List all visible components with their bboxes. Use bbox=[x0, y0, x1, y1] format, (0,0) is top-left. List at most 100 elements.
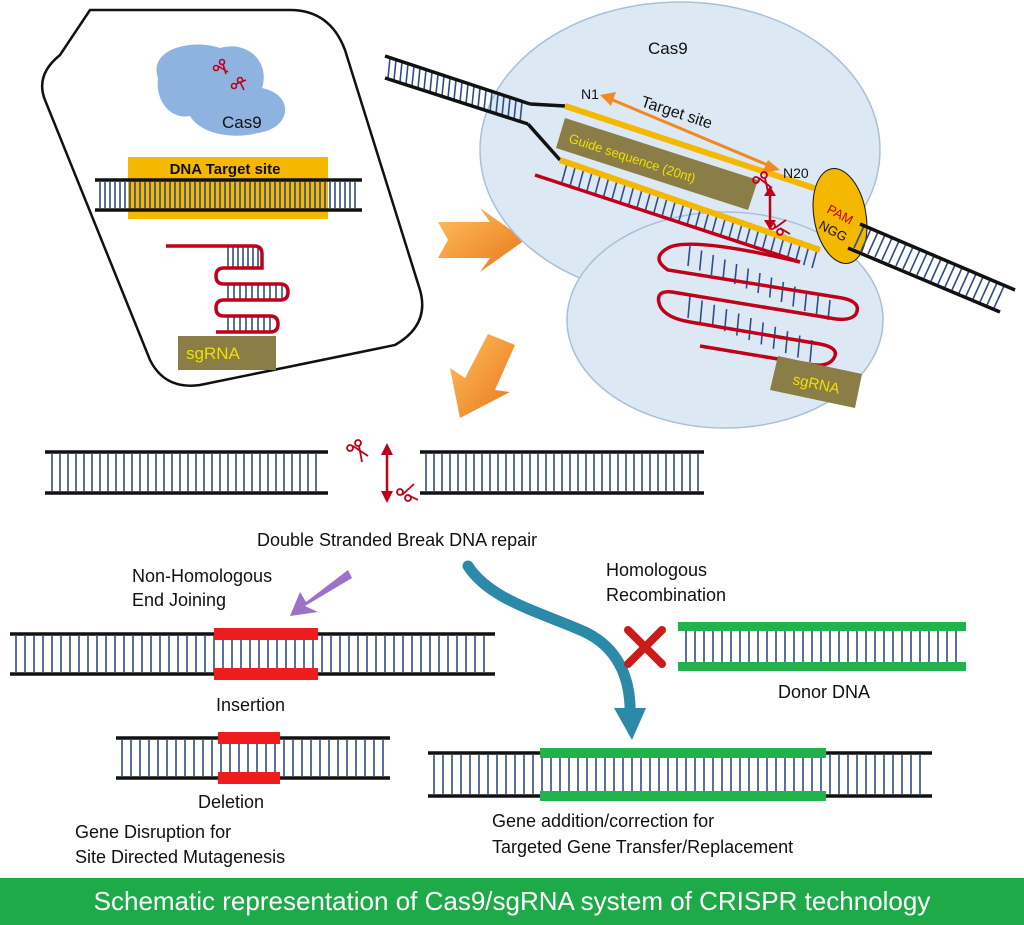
dna-rung bbox=[435, 73, 439, 95]
scissors-icon bbox=[212, 58, 247, 91]
insertion-label: Insertion bbox=[216, 695, 285, 715]
dna-rung bbox=[387, 57, 391, 79]
dna-rung bbox=[417, 67, 421, 89]
dna-rung bbox=[815, 295, 820, 316]
cas9-protein-small: Cas9 bbox=[156, 44, 286, 136]
dna-rung bbox=[916, 252, 928, 276]
dna-rung bbox=[937, 261, 949, 285]
sgrna-label-box-large bbox=[770, 356, 862, 408]
caption-text: Schematic representation of Cas9/sgRNA s… bbox=[93, 886, 931, 916]
arrow-purple-icon bbox=[290, 570, 352, 616]
pam-region bbox=[812, 168, 868, 264]
dna-rung bbox=[507, 97, 511, 119]
panel-components: Cas9 DNA Target site sgRNA bbox=[40, 8, 424, 387]
deletion-label: Deletion bbox=[198, 792, 264, 812]
dna-rung bbox=[687, 295, 691, 319]
hr-result-line1: Gene addition/correction for bbox=[492, 811, 714, 831]
dna-rung bbox=[423, 69, 427, 91]
dna-rung bbox=[874, 234, 886, 258]
dna-rung bbox=[965, 273, 977, 297]
break-arrow-icon bbox=[381, 443, 393, 503]
inserted-gene-bottom bbox=[540, 791, 826, 801]
cross-icon bbox=[624, 626, 666, 668]
deletion-segment-top bbox=[218, 732, 280, 744]
dna-left-top-strand bbox=[384, 54, 531, 106]
dna-rung bbox=[411, 65, 415, 87]
dna-rung bbox=[687, 245, 691, 267]
dna-rung bbox=[722, 259, 726, 280]
dna-rung bbox=[519, 101, 523, 123]
arrow-teal-head-icon bbox=[614, 708, 646, 740]
diagram-canvas: Cas9 DNA Target site sgRNA Cas9 bbox=[10, 1, 1016, 867]
dna-rung bbox=[711, 304, 716, 327]
dna-rung bbox=[944, 264, 956, 288]
dna-rung bbox=[923, 255, 935, 279]
dna-rung bbox=[465, 83, 469, 105]
target-site-label: DNA Target site bbox=[170, 161, 281, 178]
hr-result-line2: Targeted Gene Transfer/Replacement bbox=[492, 837, 793, 857]
cas9-label-small: Cas9 bbox=[222, 113, 262, 132]
dna-rung bbox=[698, 250, 703, 271]
dna-rung bbox=[429, 71, 433, 93]
caption-banner: Schematic representation of Cas9/sgRNA s… bbox=[0, 878, 1024, 925]
dna-rung bbox=[447, 77, 451, 99]
hr-pathway: Homologous Recombination Donor DNA Gene … bbox=[428, 560, 966, 857]
guide-label-box bbox=[556, 118, 758, 210]
dna-left-bottom-strand bbox=[384, 76, 529, 126]
arrow-down-left-icon bbox=[450, 334, 515, 418]
dna-rung bbox=[888, 240, 900, 264]
dna-right-rungs bbox=[853, 225, 1005, 309]
nhej-result-line1: Gene Disruption for bbox=[75, 822, 231, 842]
dna-rung bbox=[958, 270, 970, 294]
inserted-gene-top bbox=[540, 748, 826, 758]
dna-rung bbox=[477, 87, 481, 109]
break-scissors-icon bbox=[346, 439, 419, 502]
dna-rung bbox=[902, 246, 914, 270]
dna-rung bbox=[895, 243, 907, 267]
deletion-segment-bottom bbox=[218, 772, 280, 784]
cas9-blob bbox=[156, 44, 286, 136]
dna-rung bbox=[930, 258, 942, 282]
arrow-teal-curve bbox=[462, 560, 636, 726]
dna-rung bbox=[399, 61, 403, 83]
dna-rung bbox=[495, 93, 499, 115]
dna-rung bbox=[405, 63, 409, 85]
dna-rung bbox=[784, 331, 789, 354]
dna-rung bbox=[867, 231, 879, 255]
dna-right-top-strand bbox=[859, 222, 1016, 292]
dna-rung bbox=[979, 279, 991, 303]
cas9-label-large: Cas9 bbox=[648, 39, 688, 58]
dna-rung bbox=[860, 228, 872, 252]
dna-rung bbox=[441, 75, 445, 97]
dna-rung bbox=[736, 313, 740, 336]
dna-target-site: DNA Target site bbox=[95, 157, 362, 219]
sgrna-strand bbox=[166, 244, 290, 334]
panel-cas9-complex: Cas9 Guide sequence (20nt) Target site N… bbox=[384, 1, 1016, 429]
dna-rung bbox=[459, 81, 463, 103]
dna-rung bbox=[803, 290, 808, 312]
dna-right-bottom-strand bbox=[847, 246, 1001, 314]
dna-rung bbox=[513, 99, 517, 121]
hr-title-line1: Homologous bbox=[606, 560, 707, 580]
dna-rung bbox=[853, 225, 865, 249]
nhej-pathway: Non-Homologous End Joining Insertion Del… bbox=[10, 566, 495, 867]
dna-rung bbox=[471, 85, 475, 107]
dna-rung bbox=[951, 267, 963, 291]
nhej-result-line2: Site Directed Mutagenesis bbox=[75, 847, 285, 867]
donor-label: Donor DNA bbox=[778, 682, 870, 702]
n1-label: N1 bbox=[581, 86, 599, 102]
dsb-title: Double Stranded Break DNA repair bbox=[257, 530, 537, 550]
dna-rung bbox=[780, 281, 785, 303]
dna-rung bbox=[393, 59, 397, 81]
insertion-segment-bottom bbox=[214, 668, 318, 680]
insertion-segment-top bbox=[214, 628, 318, 640]
dna-rung bbox=[699, 300, 703, 323]
dna-left-rungs bbox=[387, 57, 523, 123]
cut-arrow-icon bbox=[764, 186, 776, 230]
donor-top-strand bbox=[678, 622, 966, 631]
dna-rung bbox=[483, 89, 487, 111]
dna-rung bbox=[993, 285, 1005, 309]
donor-bottom-strand bbox=[678, 662, 966, 671]
sgrna-scaffold bbox=[656, 242, 860, 367]
